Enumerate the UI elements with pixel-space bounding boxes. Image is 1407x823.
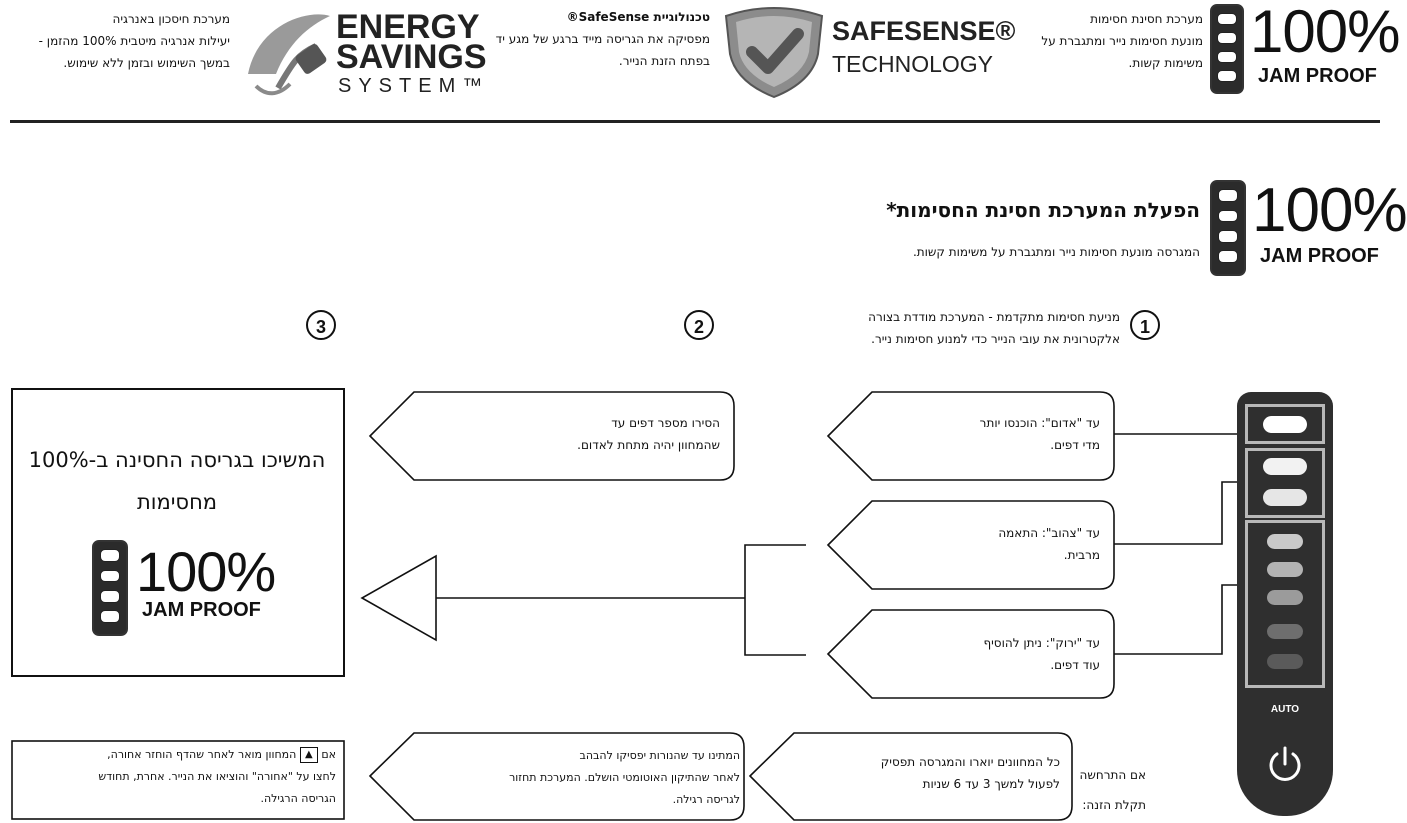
callout-yellow-line2: מרבית. xyxy=(1063,548,1100,562)
indicator-led-3 xyxy=(1263,489,1307,506)
leaf-plug-icon xyxy=(248,14,330,96)
callout-wait: המתינו עד שהנורות יפסיקו להבהב לאחר שהתי… xyxy=(410,745,740,811)
callout-stop-shape xyxy=(748,732,1073,821)
safesense-title: טכנולוגיית SafeSense® xyxy=(566,10,710,24)
indicator-led-7 xyxy=(1267,624,1303,639)
red-zone-frame xyxy=(1245,404,1325,444)
callout-red-shape xyxy=(826,391,1115,481)
green-zone-frame xyxy=(1245,520,1325,688)
energy-savings-logo: ENERGY SAVINGS SYSTEM™ xyxy=(248,8,487,97)
safesense-logo-line1: SAFESENSE® xyxy=(832,16,1016,46)
energy-logo-line2: SAVINGS xyxy=(336,38,487,76)
jam-logo-pct: 100% xyxy=(1250,0,1400,65)
energy-logo-line1: ENERGY xyxy=(336,8,480,46)
continue-line1: המשיכו בגריסה החסינה ב-100% xyxy=(28,448,326,472)
continue-line2: מחסימות xyxy=(136,490,218,514)
indicator-led-6 xyxy=(1267,590,1303,605)
safesense-line1: מפסיקה את הגריסה מייד ברגע של מגע יד xyxy=(495,32,710,46)
step-1-line1: מניעת חסימות מתקדמת - המערכת מודדת בצורה xyxy=(868,310,1120,324)
jam-logo-label: JAM PROOF xyxy=(1258,65,1377,87)
callout-remove-shape xyxy=(368,391,735,481)
header-divider xyxy=(10,120,1380,123)
callout-wait-line3: לגריסה רגילה. xyxy=(672,793,740,806)
callout-stop-line2: לפעול למשך 3 עד 6 שניות xyxy=(922,777,1060,791)
energy-title: מערכת חיסכון באנרגיה xyxy=(112,12,231,26)
energy-logo-line3: SYSTEM™ xyxy=(338,75,489,97)
reverse-line3: הגריסה הרגילה. xyxy=(260,792,336,805)
callout-green-line2: עוד דפים. xyxy=(1050,658,1100,672)
jam-occurs: אם התרחשה תקלת הזנה: xyxy=(1060,760,1146,820)
section-logo-pct: 100% xyxy=(1252,176,1407,245)
shredder-control-panel: AUTO xyxy=(1237,392,1333,816)
callout-stop-line1: כל המחוונים יוארו והמגרסה תפסיק xyxy=(880,755,1060,769)
reverse-box-text: אם ▲ המחוון מואר לאחר שהדף הוחזר אחורה, … xyxy=(18,744,336,810)
callout-remove-line2: שהמחוון יהיה מתחת לאדום. xyxy=(577,438,720,452)
reverse-box-frame xyxy=(11,740,345,820)
callout-yellow-shape xyxy=(826,500,1115,590)
step-3-number: 3 xyxy=(306,310,336,340)
step-1-description: מניעת חסימות מתקדמת - המערכת מודדת בצורה… xyxy=(790,306,1120,350)
jam-description: מערכת חסינת חסימות מונעת חסימות נייר ומת… xyxy=(1005,8,1203,74)
callout-yellow: עד "צהוב": התאמה מרבית. xyxy=(880,522,1100,566)
reverse-button-icon: ▲ xyxy=(299,747,318,763)
jam-meter-icon xyxy=(1210,4,1244,94)
auto-label: AUTO xyxy=(1270,704,1300,715)
step-2-number: 2 xyxy=(684,310,714,340)
indicator-led-2 xyxy=(1263,458,1307,475)
energy-description: מערכת חיסכון באנרגיה יעילות אנרגיה מיטבי… xyxy=(4,8,230,74)
callout-remove-line1: הסירו מספר דפים עד xyxy=(611,416,720,430)
reverse-line1: המחוון מואר לאחר שהדף הוחזר אחורה, xyxy=(107,748,297,761)
jam-line1: מונעת חסימות נייר ומתגברת על xyxy=(1041,34,1203,48)
callout-remove: הסירו מספר דפים עד שהמחוון יהיה מתחת לאד… xyxy=(420,412,720,456)
safesense-wordmark: SAFESENSE® TECHNOLOGY xyxy=(832,16,1016,77)
section-title: הפעלת המערכת חסינת החסימות* xyxy=(886,198,1200,222)
indicator-led-8 xyxy=(1267,654,1303,669)
callout-red-line1: עד "אדום": הוכנסו יותר xyxy=(979,416,1100,430)
section-jam-meter-icon xyxy=(1210,180,1246,276)
step-1-number: 1 xyxy=(1130,310,1160,340)
jam-occurs-line1: אם התרחשה xyxy=(1079,768,1146,782)
safesense-shield-icon xyxy=(724,7,824,99)
jam-occurs-line2: תקלת הזנה: xyxy=(1082,798,1146,812)
section-logo-label: JAM PROOF xyxy=(1260,245,1379,267)
big-left-arrow xyxy=(360,554,745,642)
reverse-pre: אם xyxy=(321,748,336,761)
reverse-line2: לחצו על "אחורה" והוציאו את הנייר. אחרת, … xyxy=(98,770,336,783)
yellow-zone-frame xyxy=(1245,448,1325,518)
indicator-led-4 xyxy=(1267,534,1303,549)
callout-wait-line2: לאחר שהתיקון האוטומטי הושלם. המערכת תחזו… xyxy=(509,771,740,784)
callout-wait-shape xyxy=(368,732,745,821)
energy-line2: במשך השימוש ובזמן ללא שימוש. xyxy=(63,56,230,70)
continue-logo-label: JAM PROOF xyxy=(142,599,261,621)
callout-stop: כל המחוונים יוארו והמגרסה תפסיק לפעול למ… xyxy=(790,751,1060,795)
continue-jam-meter-icon xyxy=(92,540,128,636)
safesense-line2: בפתח הזנת הנייר. xyxy=(618,54,710,68)
power-icon[interactable] xyxy=(1265,744,1305,784)
continue-logo-pct: 100% xyxy=(136,540,276,603)
callout-red: עד "אדום": הוכנסו יותר מדי דפים. xyxy=(880,412,1100,456)
callout-yellow-line1: עד "צהוב": התאמה xyxy=(998,526,1100,540)
reverse-line1-wrap: אם ▲ המחוון מואר לאחר שהדף הוחזר אחורה, xyxy=(18,744,336,766)
indicator-led-1 xyxy=(1263,416,1307,433)
callout-red-line2: מדי דפים. xyxy=(1050,438,1100,452)
step-1-line2: אלקטרונית את עובי הנייר כדי למנוע חסימות… xyxy=(871,332,1120,346)
safesense-logo-line2: TECHNOLOGY xyxy=(832,51,993,77)
section-subtitle: המגרסה מונעת חסימות נייר ומתגברת על משימ… xyxy=(912,245,1200,259)
safesense-description: טכנולוגיית SafeSense® מפסיקה את הגריסה מ… xyxy=(470,6,710,72)
continue-box-frame xyxy=(11,388,345,677)
indicator-led-5 xyxy=(1267,562,1303,577)
callout-green-line1: עד "ירוק": ניתן להוסיף xyxy=(983,636,1100,650)
jam-line2: משימות קשות. xyxy=(1128,56,1203,70)
callout-wait-line1: המתינו עד שהנורות יפסיקו להבהב xyxy=(579,749,740,762)
energy-line1: יעילות אנרגיה מיטבית 100% מהזמן - xyxy=(38,34,230,48)
callout-green: עד "ירוק": ניתן להוסיף עוד דפים. xyxy=(880,632,1100,676)
jam-title: מערכת חסינת חסימות xyxy=(1090,12,1203,26)
